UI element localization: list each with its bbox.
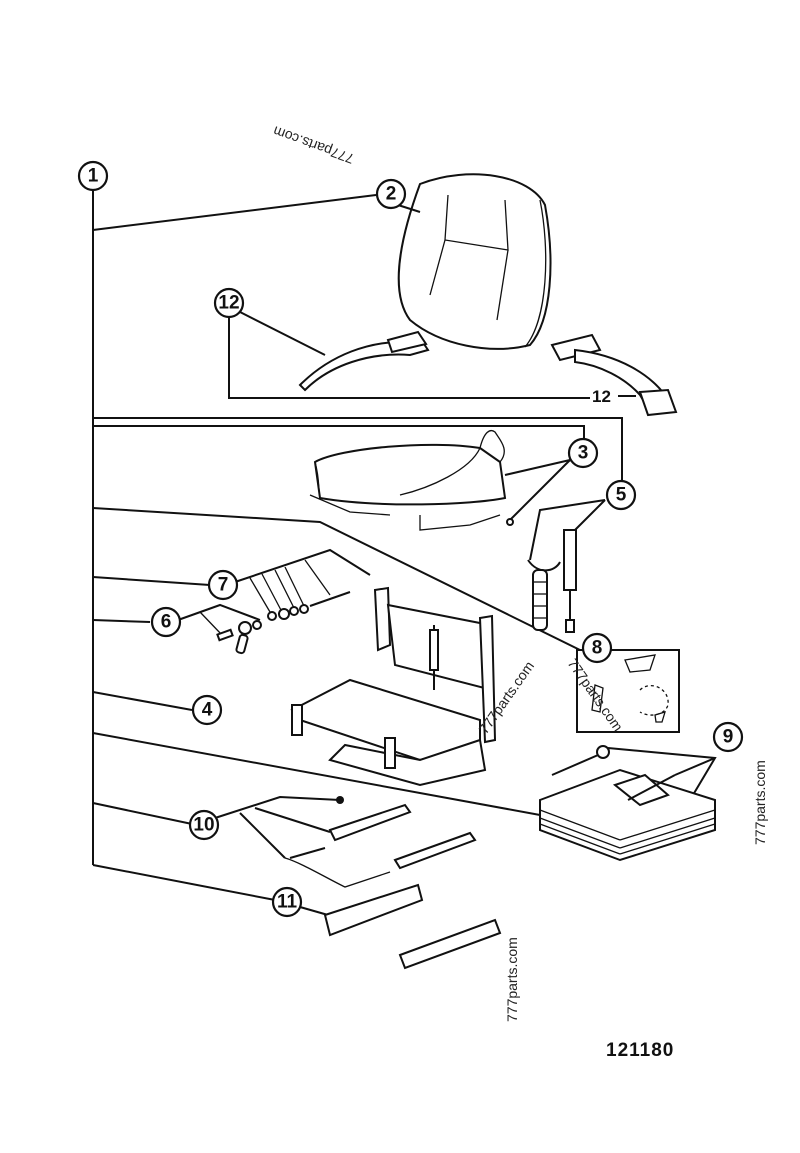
seat-cushion [313, 443, 507, 506]
leader-4 [92, 691, 193, 711]
watermark-box: 777parts.com [565, 656, 627, 735]
mounting-bracket-1 [323, 883, 424, 937]
callout-8[interactable]: 8 [581, 632, 613, 664]
leader-7 [92, 576, 211, 586]
leader-12-a [228, 318, 590, 399]
watermark-bottom: 777parts.com [504, 937, 520, 1022]
svg-text:6: 6 [161, 612, 172, 633]
leader-8 [92, 507, 581, 651]
armrest-right [550, 333, 602, 362]
callout-1[interactable]: 1 [77, 160, 109, 192]
label-12-plain: 12 [592, 387, 611, 406]
svg-text:12: 12 [218, 293, 239, 314]
svg-text:11: 11 [277, 892, 298, 913]
svg-text:8: 8 [592, 638, 603, 659]
shock-absorber [563, 529, 577, 591]
leader-10 [92, 802, 193, 825]
slide-rail-1 [328, 803, 412, 842]
callout-6[interactable]: 6 [150, 606, 182, 638]
mounting-bracket-2 [398, 918, 502, 970]
watermark-top: 777parts.com [271, 123, 356, 167]
leader-3-top [93, 425, 585, 440]
leader-9 [92, 732, 541, 816]
svg-text:5: 5 [616, 485, 627, 506]
leader-6 [92, 619, 151, 623]
watermark-right: 777parts.com [752, 760, 768, 845]
leader-2 [92, 194, 377, 231]
callout-2[interactable]: 2 [375, 178, 407, 210]
callout-10[interactable]: 10 [188, 809, 220, 841]
callout-7[interactable]: 7 [207, 569, 239, 601]
callout-9[interactable]: 9 [712, 721, 744, 753]
bellows [532, 569, 548, 631]
drawing-number: 121180 [606, 1040, 675, 1061]
svg-text:7: 7 [218, 575, 229, 596]
screw [506, 518, 514, 526]
handle [235, 633, 249, 655]
svg-text:3: 3 [578, 443, 589, 464]
callout-4[interactable]: 4 [191, 694, 223, 726]
callout-5[interactable]: 5 [605, 479, 637, 511]
svg-text:4: 4 [202, 700, 213, 721]
fittings-kit-box [576, 649, 680, 733]
svg-text:9: 9 [723, 727, 734, 748]
callout-12[interactable]: 12 [213, 287, 245, 319]
spring-wire [284, 857, 391, 888]
pin [336, 796, 344, 804]
callout-11[interactable]: 11 [271, 886, 303, 918]
leader-12-b [239, 311, 326, 356]
leader-11 [92, 864, 276, 901]
svg-text:1: 1 [88, 166, 99, 187]
slide-rail-2 [393, 831, 477, 870]
callout-3[interactable]: 3 [567, 437, 599, 469]
clip [527, 559, 561, 572]
bolt [309, 591, 351, 607]
leader-5-top [93, 417, 623, 482]
svg-text:10: 10 [193, 815, 214, 836]
backrest [397, 173, 552, 350]
svg-text:2: 2 [386, 184, 397, 205]
